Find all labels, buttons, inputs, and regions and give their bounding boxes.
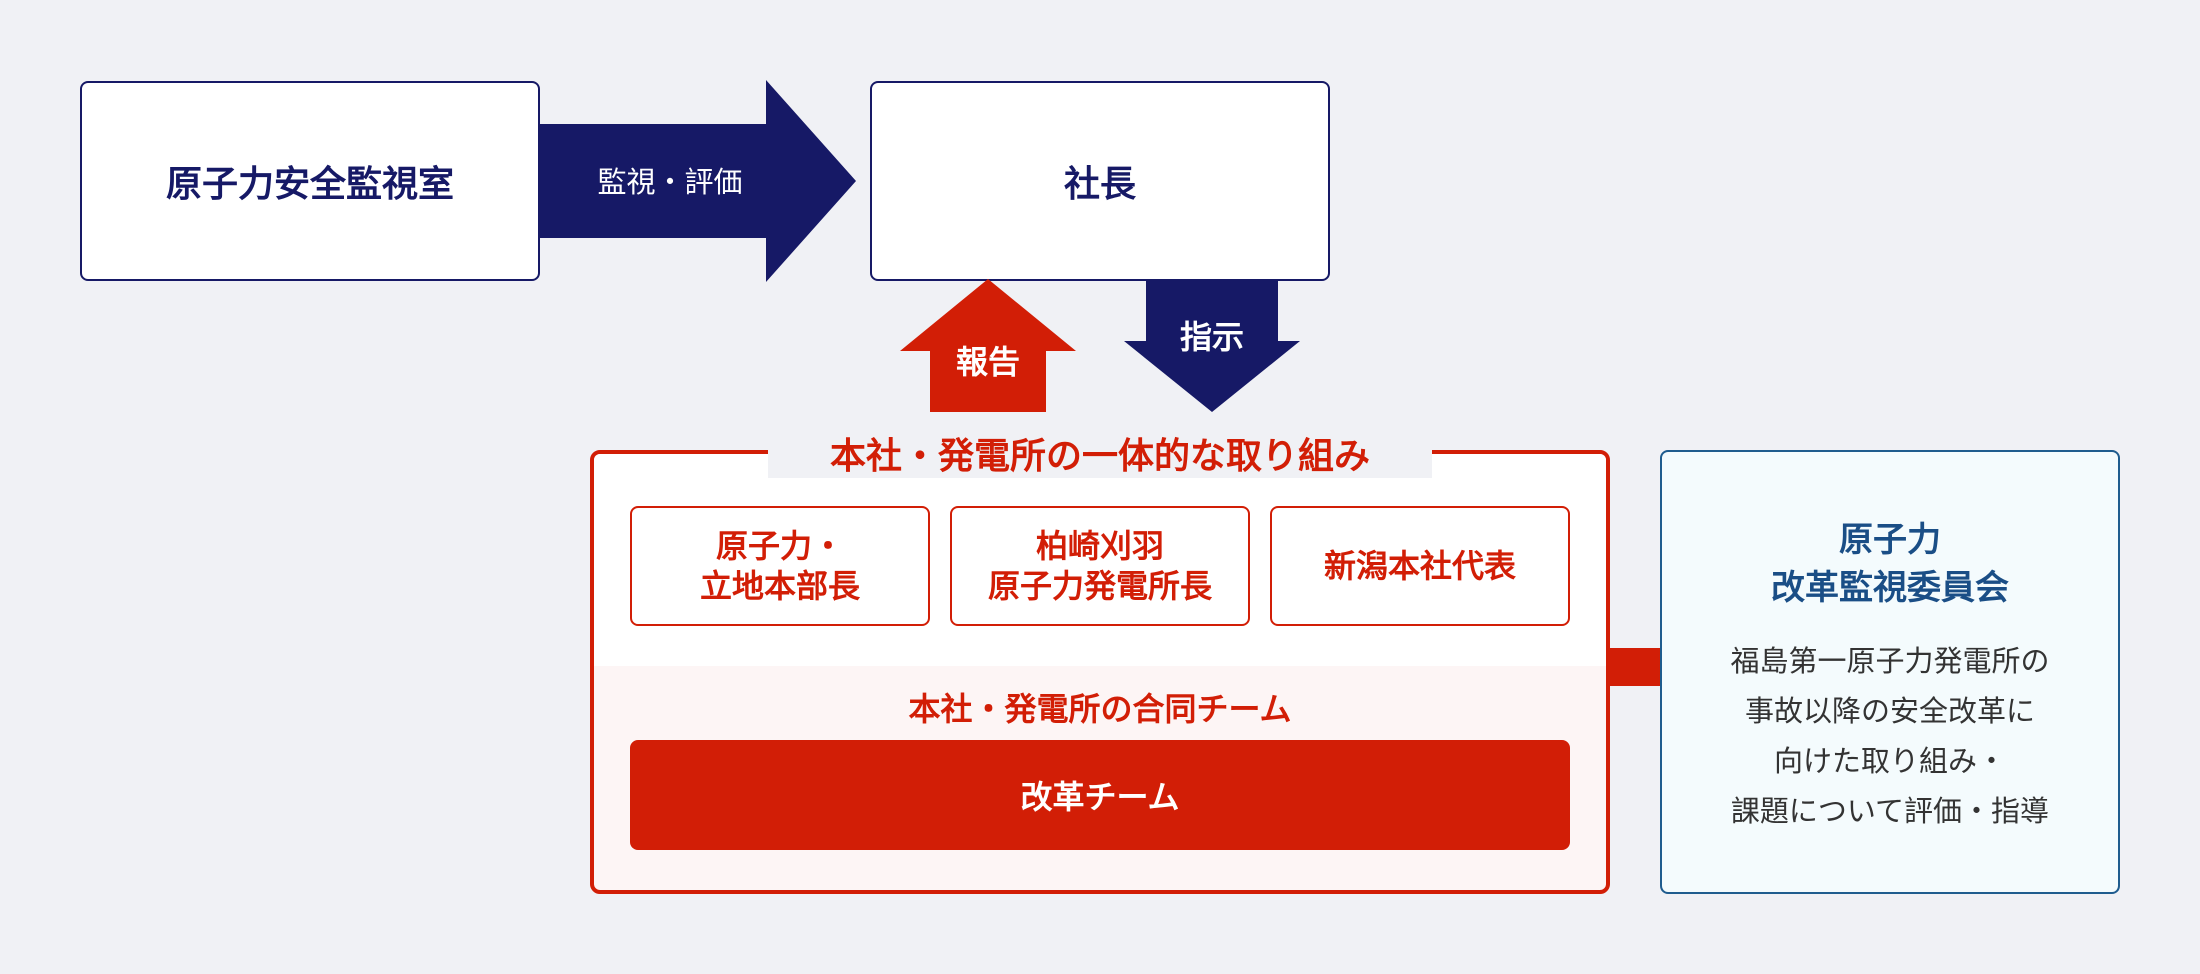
committee-title: 原子力 改革監視委員会 xyxy=(1662,516,2118,612)
niigata-head-office-representative-box: 新潟本社代表 xyxy=(1270,506,1570,626)
report-label: 報告 xyxy=(955,343,1020,381)
monitor-office-label: 原子力安全監視室 xyxy=(165,164,454,205)
instruct-arrow-shape xyxy=(1124,279,1300,412)
kashiwazaki-kariwa-line-2: 原子力発電所長 xyxy=(987,567,1212,605)
report-arrow xyxy=(900,279,1076,412)
monitor-office-box: 原子力安全監視室 xyxy=(80,81,540,281)
committee-title-line-1: 原子力 xyxy=(1839,520,1941,560)
president-box: 社長 xyxy=(870,81,1330,281)
monitor-evaluate-arrow-shape xyxy=(538,80,856,282)
monitor-evaluate-label: 監視・評価 xyxy=(597,165,743,199)
president-label: 社長 xyxy=(1063,164,1136,205)
instruct-label: 指示 xyxy=(1179,318,1244,356)
report-arrow-shape xyxy=(900,279,1076,412)
niigata-representative-line-1: 新潟本社代表 xyxy=(1323,547,1516,585)
nuclear-siting-head-line-2: 立地本部長 xyxy=(699,567,860,605)
reform-monitoring-committee-box: 原子力 改革監視委員会 福島第一原子力発電所の 事故以降の安全改革に 向けた取り… xyxy=(1660,450,2120,894)
committee-description-line-2: 事故以降の安全改革に xyxy=(1744,694,2035,728)
kashiwazaki-kariwa-line-1: 柏崎刈羽 xyxy=(1035,527,1164,565)
kashiwazaki-kariwa-superintendent-box: 柏崎刈羽 原子力発電所長 xyxy=(950,506,1250,626)
committee-description: 福島第一原子力発電所の 事故以降の安全改革に 向けた取り組み・ 課題について評価… xyxy=(1662,636,2118,836)
joint-team-caption: 本社・発電所の合同チーム xyxy=(908,690,1292,728)
committee-title-line-2: 改革監視委員会 xyxy=(1771,568,2009,608)
integrated-effort-title: 本社・発電所の一体的な取り組み xyxy=(768,428,1432,478)
committee-description-line-3: 向けた取り組み・ xyxy=(1773,744,2006,778)
monitor-evaluate-arrow xyxy=(538,80,856,282)
committee-description-line-4: 課題について評価・指導 xyxy=(1730,794,2050,828)
instruct-arrow xyxy=(1124,279,1300,412)
committee-description-line-1: 福島第一原子力発電所の xyxy=(1730,644,2050,678)
reform-team-bar: 改革チーム xyxy=(630,740,1570,850)
nuclear-siting-head-line-1: 原子力・ xyxy=(715,527,844,565)
nuclear-siting-head-box: 原子力・ 立地本部長 xyxy=(630,506,930,626)
